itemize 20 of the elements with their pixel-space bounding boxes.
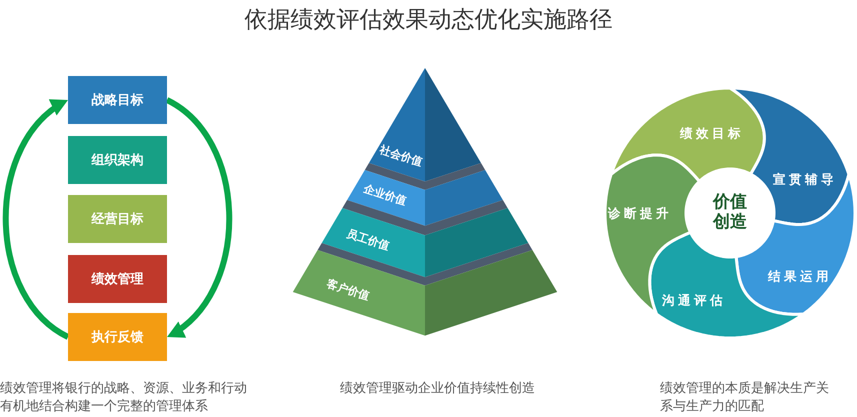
step-box: 组织架构	[68, 136, 167, 184]
caption: 绩效管理将银行的战略、资源、业务和行动有机地结合构建一个完整的管理体系	[0, 380, 248, 416]
petal-label: 结果运用	[768, 268, 832, 284]
petal-label: 诊断提升	[608, 206, 672, 220]
step-box: 绩效管理	[68, 255, 167, 303]
curved-arrow	[165, 97, 232, 340]
caption: 绩效管理驱动企业价值持续性创造	[340, 380, 535, 398]
step-box: 执行反馈	[68, 313, 167, 361]
title: 依据绩效评估效果动态优化实施路径	[244, 6, 614, 35]
step-box: 战略目标	[68, 76, 167, 124]
tier-label: 社会价值	[378, 142, 424, 170]
petal-label: 绩效目标	[680, 126, 744, 140]
petal-label: 宣贯辅导	[773, 172, 837, 186]
caption: 绩效管理的本质是解决生产关系与生产力的匹配	[660, 380, 830, 416]
step-box: 经营目标	[68, 195, 167, 243]
tier-label: 企业价值	[362, 182, 408, 208]
petal-label: 沟通评估	[662, 292, 726, 308]
tier-label: 客户价值	[325, 276, 371, 304]
tier-label: 员工价值	[345, 226, 391, 254]
curved-arrow	[2, 97, 70, 340]
